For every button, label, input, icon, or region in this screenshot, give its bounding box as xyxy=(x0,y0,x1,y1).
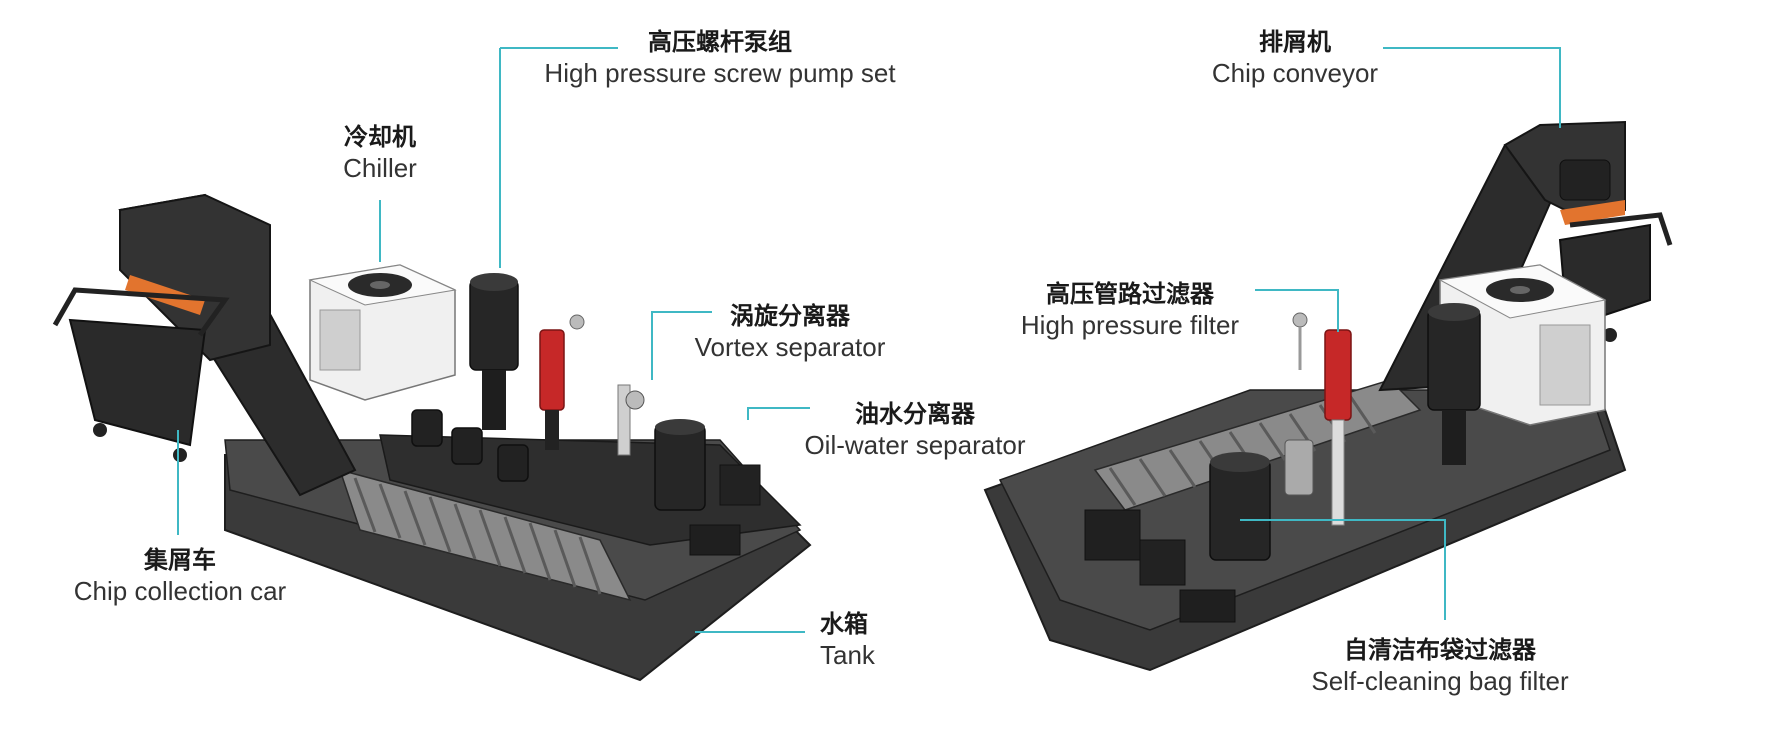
label-tank-zh: 水箱 xyxy=(820,610,868,638)
label-vortex-en: Vortex separator xyxy=(694,332,886,362)
left-pump-set xyxy=(469,273,585,450)
right-hp-filter xyxy=(1292,312,1352,526)
label-conveyor: 排屑机 Chip conveyor xyxy=(1205,30,1385,86)
label-oil-water-zh: 油水分离器 xyxy=(855,400,975,428)
label-chiller-en: Chiller xyxy=(343,153,417,183)
label-hp-filter: 高压管路过滤器 High pressure filter xyxy=(1010,282,1250,338)
label-oil-water: 油水分离器 Oil-water separator xyxy=(780,402,1050,458)
label-car-en: Chip collection car xyxy=(73,576,287,606)
label-car-zh: 集屑车 xyxy=(144,546,216,574)
label-car: 集屑车 Chip collection car xyxy=(55,548,305,604)
leader-lines xyxy=(177,47,1561,633)
left-oil-water xyxy=(654,419,761,556)
leader-vortex xyxy=(651,311,712,380)
leader-hp-filter xyxy=(1255,289,1339,332)
left-conveyor-head xyxy=(119,193,271,362)
left-machine xyxy=(52,193,812,682)
leader-bag-filter xyxy=(1240,519,1446,620)
right-chiller xyxy=(1438,264,1607,426)
label-pump: 高压螺杆泵组 High pressure screw pump set xyxy=(530,30,910,86)
right-machine xyxy=(983,120,1673,672)
label-bag-filter-zh: 自清洁布袋过滤器 xyxy=(1344,636,1536,664)
label-hp-filter-zh: 高压管路过滤器 xyxy=(1046,280,1214,308)
left-chiller xyxy=(308,264,457,401)
leader-conveyor xyxy=(1383,47,1561,128)
label-vortex-zh: 涡旋分离器 xyxy=(730,302,850,330)
left-vortex xyxy=(617,384,645,456)
label-bag-filter-en: Self-cleaning bag filter xyxy=(1311,666,1569,696)
right-pump xyxy=(1427,303,1481,465)
label-chiller-zh: 冷却机 xyxy=(344,123,416,151)
left-small-motors xyxy=(411,409,529,482)
label-tank-en: Tank xyxy=(820,640,875,670)
label-tank: 水箱 Tank xyxy=(820,612,940,668)
label-chiller: 冷却机 Chiller xyxy=(300,125,460,181)
left-chip-car xyxy=(52,287,230,462)
label-vortex: 涡旋分离器 Vortex separator xyxy=(680,304,900,360)
label-oil-water-en: Oil-water separator xyxy=(804,430,1026,460)
label-bag-filter: 自清洁布袋过滤器 Self-cleaning bag filter xyxy=(1300,638,1580,694)
right-bag-filter xyxy=(1139,439,1314,623)
leader-oil-water xyxy=(747,407,810,420)
label-hp-filter-en: High pressure filter xyxy=(1020,310,1240,340)
left-screw-trough xyxy=(338,468,632,602)
label-conveyor-en: Chip conveyor xyxy=(1211,58,1379,88)
label-pump-en: High pressure screw pump set xyxy=(544,58,896,88)
label-conveyor-zh: 排屑机 xyxy=(1259,28,1331,56)
label-pump-zh: 高压螺杆泵组 xyxy=(648,28,792,56)
